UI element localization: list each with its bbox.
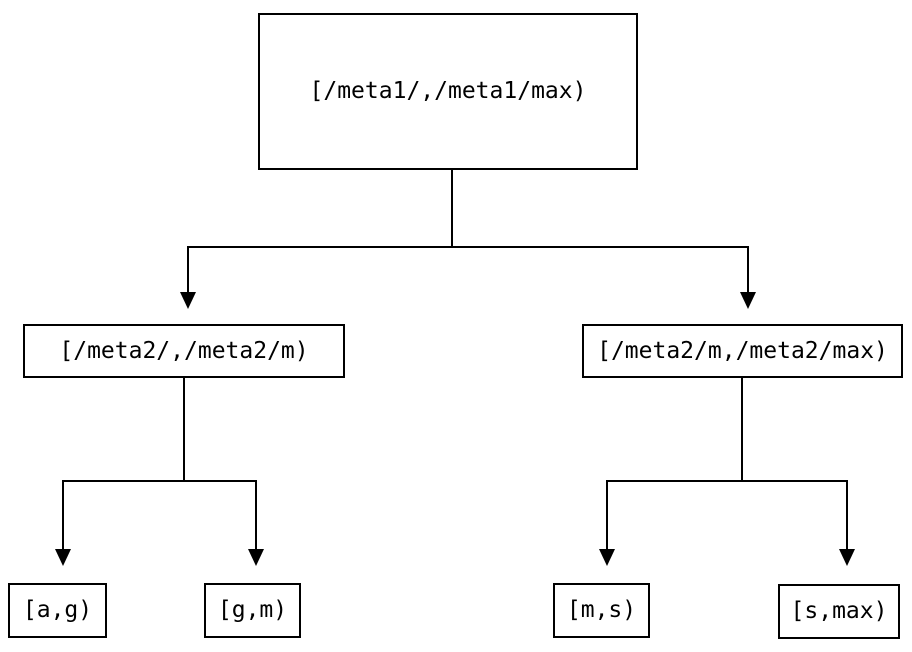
- arrowhead-down: [180, 292, 196, 309]
- edge-root-children: [180, 170, 756, 309]
- arrowhead-down: [599, 549, 615, 566]
- edge-meta2-high-children: [599, 378, 855, 566]
- node-root: [/meta1/,/meta1/max): [258, 13, 638, 170]
- arrowhead-down: [248, 549, 264, 566]
- node-leaf-ms: [m,s): [553, 583, 650, 638]
- arrowhead-down: [839, 549, 855, 566]
- arrowhead-down: [55, 549, 71, 566]
- node-leaf-gm: [g,m): [204, 583, 301, 638]
- node-meta2-low: [/meta2/,/meta2/m): [23, 324, 345, 378]
- node-leaf-ag: [a,g): [8, 583, 107, 638]
- edge-meta2-low-children: [55, 378, 264, 566]
- node-meta2-high: [/meta2/m,/meta2/max): [582, 324, 903, 378]
- node-leaf-smax: [s,max): [778, 584, 900, 639]
- arrowhead-down: [740, 292, 756, 309]
